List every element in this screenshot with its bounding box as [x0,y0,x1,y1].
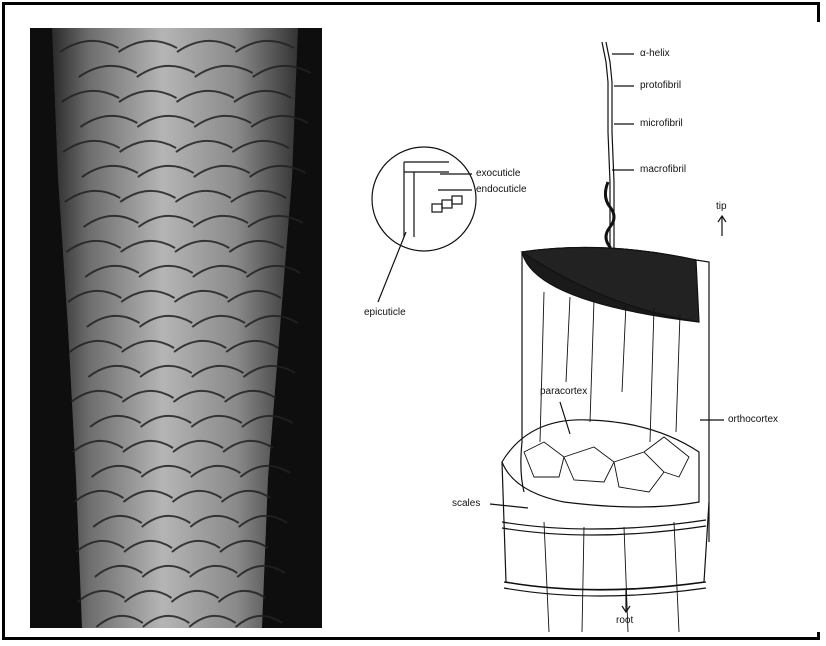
label-macrofibril: macrofibril [640,165,686,175]
fibre-micrograph-image [30,28,322,628]
label-paracortex: paracortex [540,387,587,397]
fibre-structure-diagram: α-helix protofibril microfibril macrofib… [344,22,820,632]
scale-band [502,520,706,535]
label-tip: tip [716,202,727,212]
label-root: root [616,616,633,626]
cortex-left-edge [521,252,524,492]
label-protofibril: protofibril [640,81,681,91]
label-scales: scales [452,499,480,509]
fibre-micrograph [30,28,322,628]
label-exocuticle: exocuticle [476,169,520,179]
label-epicuticle: epicuticle [364,308,406,318]
fibril-strand [602,42,610,252]
label-alpha-helix: α-helix [640,49,670,59]
label-endocuticle: endocuticle [476,185,527,195]
label-orthocortex: orthocortex [728,415,778,425]
label-microfibril: microfibril [640,119,683,129]
paracortex-segment [502,420,699,507]
fibre-structure-drawing [344,22,820,632]
